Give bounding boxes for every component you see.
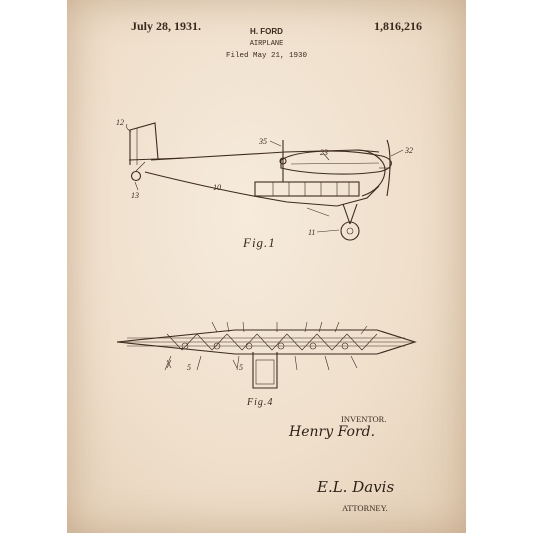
- front-propeller: [386, 139, 391, 197]
- filed-date: Filed May 21, 1930: [225, 52, 307, 60]
- section-marks: [166, 359, 238, 369]
- tail-wheel-strut: [135, 161, 146, 172]
- main-wheel-hub: [346, 227, 354, 235]
- tail-wheel: [130, 170, 142, 182]
- attorney-signature: E.L. Davis: [317, 478, 395, 496]
- wing-spar-line: [290, 162, 380, 165]
- main-wheel: [340, 221, 360, 241]
- window-dividers: [272, 182, 350, 196]
- center-section-inner: [255, 359, 275, 385]
- truss-node-2: [213, 342, 221, 350]
- leader-ticks-bottom: [164, 355, 358, 371]
- patent-subject: AIRPLANE: [249, 40, 284, 48]
- ref-section-5-left: 5: [187, 363, 191, 372]
- tail-fin: [129, 122, 159, 165]
- fig1-caption: Fig.1: [243, 235, 276, 250]
- rear-propeller-hub: [279, 157, 287, 165]
- wing: [280, 150, 392, 175]
- ref-11: 11: [308, 228, 315, 237]
- patent-number: 1,816,216: [374, 19, 422, 33]
- landing-gear-strut: [342, 203, 358, 225]
- ref-32: 32: [404, 146, 413, 155]
- inventor-name-header: H. FORD: [250, 27, 283, 36]
- truss-node-6: [341, 342, 349, 350]
- ref-23: 23: [320, 148, 328, 157]
- ref-10: 10: [213, 183, 221, 192]
- leader-32: [390, 149, 404, 157]
- fuselage-top: [150, 149, 380, 161]
- fig4-caption: Fig.4: [247, 397, 274, 408]
- inventor-label: INVENTOR.: [341, 414, 387, 424]
- leader-13: [134, 181, 139, 191]
- leader-23: [322, 152, 330, 161]
- patent-sheet: July 28, 1931. H. FORD 1,816,216 AIRPLAN…: [67, 0, 466, 533]
- leader-35: [269, 140, 282, 147]
- cabin-window-band: [254, 181, 360, 197]
- fuselage-bottom: [144, 171, 380, 207]
- inventor-signature: Henry Ford.: [289, 424, 376, 440]
- leader-ticks-top: [211, 321, 368, 335]
- truss-zigzag: [166, 333, 378, 351]
- ref-35: 35: [258, 137, 267, 146]
- wing-spars: [127, 337, 405, 347]
- truss-node-5: [309, 342, 317, 350]
- ref-12: 12: [116, 118, 124, 127]
- fig4-wing-truss-drawing: [116, 321, 417, 389]
- patent-drawing: 12 35 23 32 10 13 11 5: [116, 118, 417, 389]
- truss-node-4: [277, 342, 285, 350]
- gear-brace: [306, 207, 330, 217]
- ref-13: 13: [131, 191, 139, 200]
- center-section: [252, 352, 278, 389]
- patent-date: July 28, 1931.: [131, 19, 202, 33]
- ref-section-5-right: 5: [239, 363, 243, 372]
- attorney-label: ATTORNEY.: [342, 503, 388, 513]
- leader-12: [126, 123, 132, 133]
- truss-node-3: [245, 342, 253, 350]
- fig1-airplane-drawing: [126, 122, 404, 241]
- leader-11: [316, 229, 340, 233]
- truss-node-1: [181, 342, 189, 350]
